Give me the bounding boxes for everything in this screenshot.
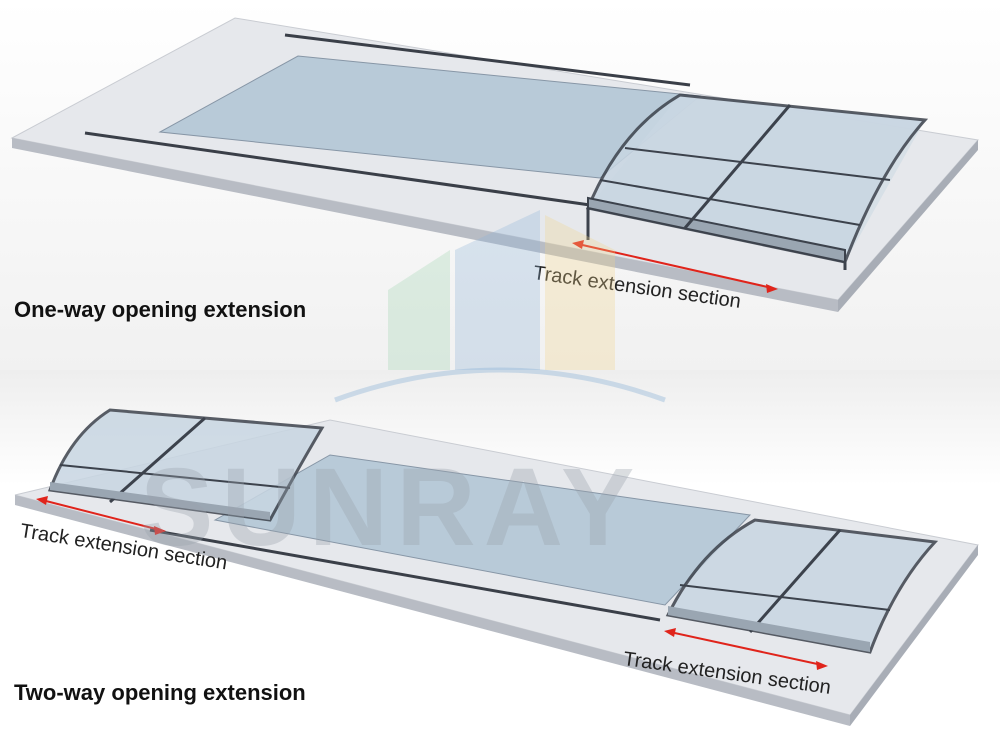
enclosure-left [47, 408, 325, 522]
track-rail [149, 528, 661, 622]
sunray-watermark: SUNRAY [140, 446, 642, 569]
two-way-panel: SUNRAY Track extension section Track ext… [0, 370, 1000, 754]
slab-edge-right [838, 140, 978, 312]
track-rail [284, 33, 691, 87]
enclosure-right [665, 518, 939, 654]
one-way-pool-illustration [10, 17, 979, 312]
track-extension-arrow-left [36, 496, 166, 535]
track-rail [84, 131, 591, 207]
one-way-panel: Track extension section One-way opening … [0, 0, 1000, 370]
two-way-pool-illustration: SUNRAY [14, 408, 979, 726]
slab-edge [15, 495, 850, 726]
two-way-caption: Two-way opening extension [14, 680, 306, 705]
enclosure [585, 93, 929, 270]
one-way-caption: One-way opening extension [14, 297, 307, 322]
slab-edge-right [850, 545, 978, 726]
track-extension-arrow [572, 240, 778, 293]
track-extension-arrow-right [664, 628, 828, 670]
slab-edge [12, 138, 838, 312]
